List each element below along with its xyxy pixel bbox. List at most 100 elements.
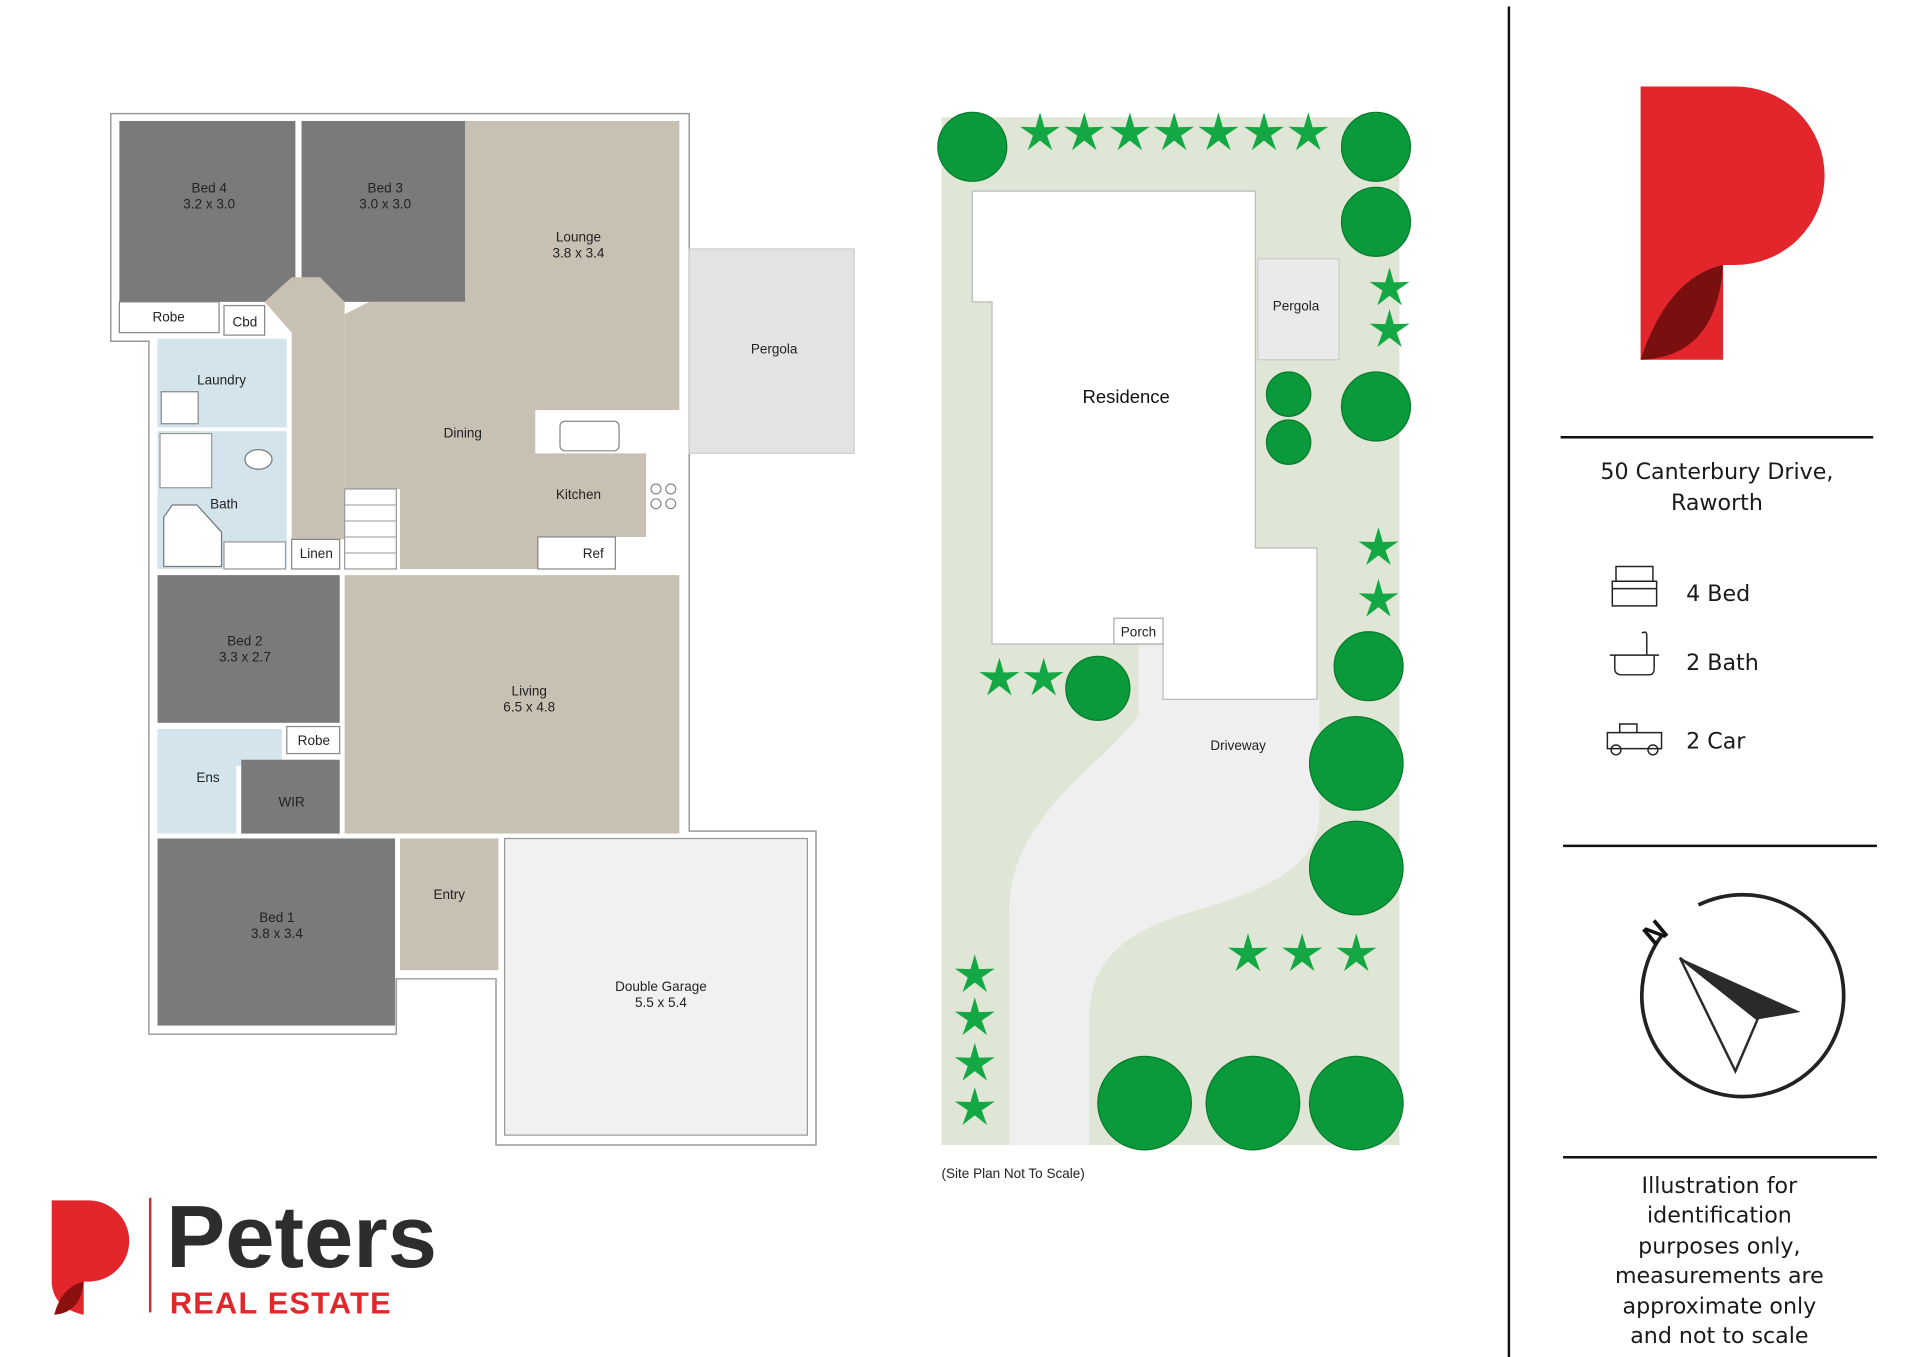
bath-icon	[1609, 631, 1660, 676]
svg-text:approximate only: approximate only	[1623, 1294, 1817, 1320]
site-plan: Residence Pergola Porch Driveway (Site P…	[937, 111, 1412, 1181]
room-bed3	[301, 120, 466, 302]
svg-text:3.8 x 3.4: 3.8 x 3.4	[553, 246, 605, 261]
svg-text:3.8 x 3.4: 3.8 x 3.4	[251, 926, 303, 941]
svg-text:3.2 x 3.0: 3.2 x 3.0	[183, 196, 235, 211]
room-bed1	[157, 838, 396, 1026]
svg-text:identification: identification	[1647, 1203, 1792, 1229]
porch	[1113, 617, 1164, 645]
svg-text:WIR: WIR	[279, 795, 306, 810]
palm-icon	[1109, 112, 1150, 151]
svg-text:Porch: Porch	[1121, 625, 1156, 640]
residence	[971, 190, 1318, 701]
bed-icon	[1611, 565, 1658, 607]
address-line2: Raworth	[1671, 490, 1763, 516]
svg-text:Bed 2: Bed 2	[227, 633, 262, 648]
svg-text:Driveway: Driveway	[1210, 738, 1266, 753]
svg-text:Dining: Dining	[444, 425, 482, 440]
tree-icon	[1340, 111, 1412, 182]
svg-text:Pergola: Pergola	[1273, 299, 1320, 314]
palm-icon	[1228, 933, 1268, 972]
cooktop-icon	[650, 483, 677, 510]
svg-text:and not to scale: and not to scale	[1630, 1323, 1808, 1349]
feature-bed: 4 Bed	[1686, 581, 1750, 607]
tree-icon	[1308, 1055, 1404, 1151]
svg-text:Illustration for: Illustration for	[1642, 1173, 1799, 1199]
palm-icon	[1369, 309, 1410, 348]
site-plan-note: (Site Plan Not To Scale)	[942, 1166, 1085, 1181]
tree-icon	[1308, 716, 1404, 811]
logo-p-mark	[51, 1200, 130, 1315]
room-entry	[400, 838, 499, 971]
room-robe-bed4	[118, 301, 220, 334]
hallway	[264, 277, 345, 540]
peters-logo: Peters REAL ESTATE	[51, 1187, 437, 1321]
site-pergola	[1257, 258, 1340, 361]
tree-icon	[1340, 186, 1412, 257]
floor-plan: Bed 4 3.2 x 3.0 Bed 3 3.0 x 3.0 Lounge 3…	[110, 112, 855, 1146]
svg-text:REAL ESTATE: REAL ESTATE	[170, 1286, 392, 1321]
car-icon	[1606, 723, 1663, 756]
svg-text:5.5 x 5.4: 5.5 x 5.4	[635, 995, 687, 1010]
svg-text:Living: Living	[512, 684, 547, 699]
svg-text:purposes only,: purposes only,	[1638, 1233, 1800, 1259]
room-lounge-dining-kitchen	[344, 120, 680, 569]
room-ens	[157, 728, 237, 834]
palm-icon	[1358, 578, 1399, 617]
svg-text:Kitchen: Kitchen	[556, 487, 601, 502]
svg-text:Peters: Peters	[166, 1187, 437, 1286]
tree-icon	[1340, 371, 1412, 442]
room-bed4	[119, 120, 296, 302]
palm-icon	[1244, 112, 1284, 151]
palm-icon	[1288, 112, 1329, 151]
palm-icon	[1336, 933, 1377, 972]
palm-icon	[1198, 112, 1239, 151]
svg-text:Bath: Bath	[210, 497, 238, 512]
tree-icon	[1333, 631, 1404, 702]
tree-icon	[1097, 1055, 1193, 1151]
svg-text:Entry: Entry	[433, 887, 465, 902]
room-pergola	[688, 248, 855, 454]
stairs	[344, 488, 397, 570]
svg-text:Laundry: Laundry	[197, 372, 246, 387]
room-bed2	[157, 575, 340, 723]
room-ref	[537, 536, 616, 570]
room-robe-bed2	[286, 725, 341, 755]
palm-icon	[1154, 112, 1195, 151]
disclaimer: Illustration for identification purposes…	[1615, 1173, 1824, 1349]
svg-text:N: N	[1637, 914, 1675, 953]
tree-icon	[937, 111, 1008, 182]
compass: N	[1637, 892, 1846, 1099]
feature-car: 2 Car	[1686, 729, 1746, 755]
svg-text:Residence: Residence	[1083, 386, 1170, 407]
feature-bath: 2 Bath	[1686, 650, 1759, 676]
room-linen	[291, 538, 341, 570]
palm-icon	[954, 1042, 995, 1081]
driveway	[1009, 644, 1320, 1145]
palm-icon	[979, 657, 1020, 696]
room-cbd	[223, 304, 266, 336]
palm-icon	[1020, 112, 1060, 151]
svg-text:Robe: Robe	[298, 733, 330, 748]
palm-icon	[1358, 527, 1399, 566]
palm-icon	[1064, 112, 1105, 151]
tree-icon	[1265, 371, 1312, 417]
tree-icon	[1265, 419, 1312, 465]
palm-icon	[954, 954, 995, 993]
tree-icon	[1308, 820, 1404, 916]
svg-text:Linen: Linen	[300, 546, 333, 561]
palm-icon	[1369, 267, 1410, 306]
address-line1: 50 Canterbury Drive,	[1600, 459, 1833, 485]
tree-icon	[1065, 655, 1131, 721]
svg-text:6.5 x 4.8: 6.5 x 4.8	[503, 700, 555, 715]
svg-text:Ref: Ref	[583, 546, 604, 561]
tree-icon	[1205, 1055, 1301, 1151]
svg-text:3.0 x 3.0: 3.0 x 3.0	[359, 196, 411, 211]
svg-text:Double Garage: Double Garage	[615, 979, 707, 994]
svg-text:Bed 3: Bed 3	[368, 180, 403, 195]
palm-icon	[954, 1087, 995, 1126]
svg-text:3.3 x 2.7: 3.3 x 2.7	[219, 649, 271, 664]
room-double-garage	[504, 837, 808, 1136]
svg-text:measurements are: measurements are	[1615, 1263, 1824, 1289]
brand-p-logo	[1640, 86, 1825, 360]
